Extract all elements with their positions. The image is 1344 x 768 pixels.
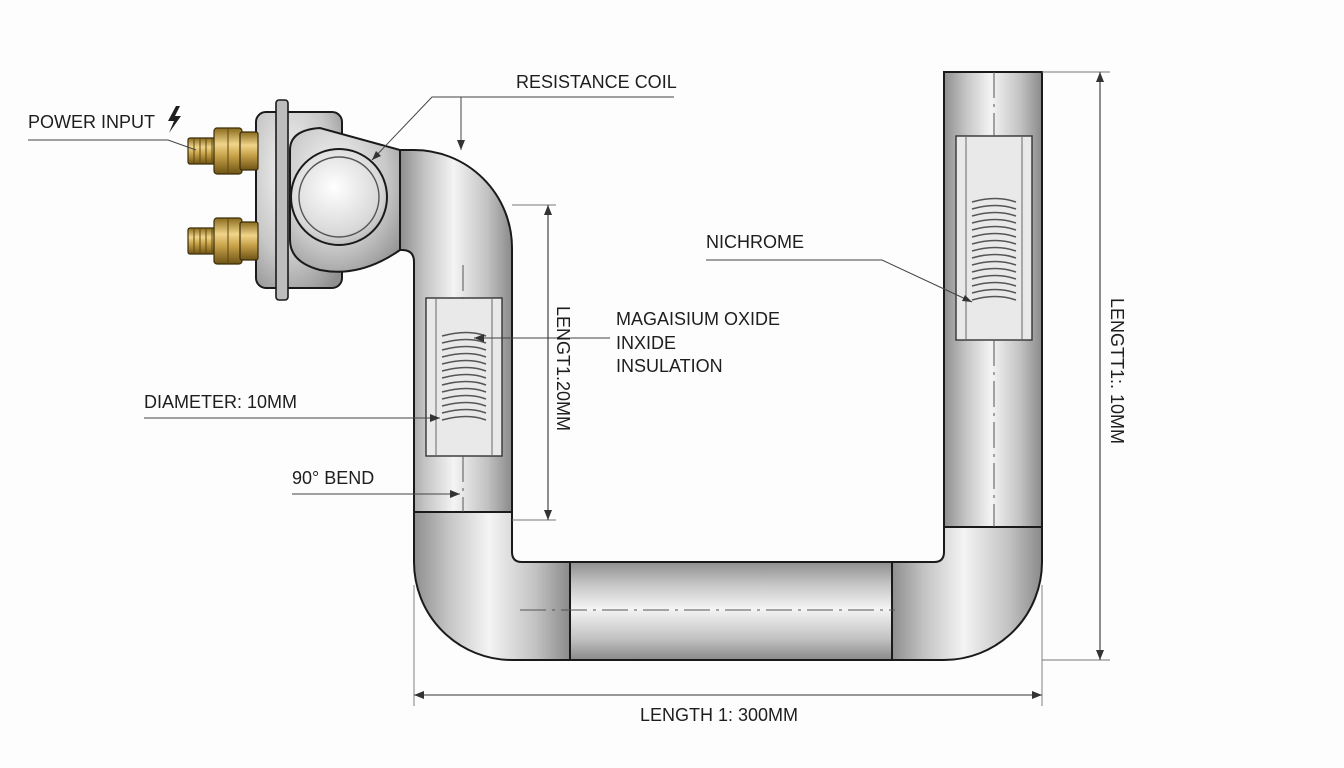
terminals-icon xyxy=(187,127,259,265)
leader-lines xyxy=(28,96,973,498)
upper-terminal xyxy=(187,127,259,175)
right-cutaway xyxy=(955,135,1033,341)
dimension-lines xyxy=(413,71,1110,706)
coil-access-port xyxy=(290,148,388,246)
bottom-length-label: LENGTH 1: 300MM xyxy=(640,705,798,725)
labels: RESISTANCE COIL POWER INPUT NICHROME MAG… xyxy=(28,72,1127,725)
bottom-left-bend xyxy=(413,511,571,661)
insulation-label-line-1: MAGAISIUM OXIDE xyxy=(616,309,780,329)
lower-terminal xyxy=(187,217,259,265)
lightning-bolt-icon xyxy=(168,106,181,133)
power-input-label: POWER INPUT xyxy=(28,112,155,132)
bottom-right-bend xyxy=(891,526,1043,661)
terminal-head xyxy=(255,99,401,301)
insulation-label-line-3: INSULATION xyxy=(616,356,723,376)
tube-body xyxy=(399,71,1043,661)
right-length-label: LENGTT1:. 10MM xyxy=(1107,298,1127,444)
diameter-label: DIAMETER: 10MM xyxy=(144,392,297,412)
left-length-label: LENGT1.20MM xyxy=(553,306,573,431)
nichrome-label: NICHROME xyxy=(706,232,804,252)
left-resistance-coil xyxy=(441,331,487,421)
resistance-coil-label: RESISTANCE COIL xyxy=(516,72,677,92)
bottom-tube xyxy=(569,561,893,661)
bend-label: 90° BEND xyxy=(292,468,374,488)
right-nichrome-coil xyxy=(971,197,1017,301)
insulation-label-line-2: INXIDE xyxy=(616,333,676,353)
left-cutaway xyxy=(425,297,503,457)
